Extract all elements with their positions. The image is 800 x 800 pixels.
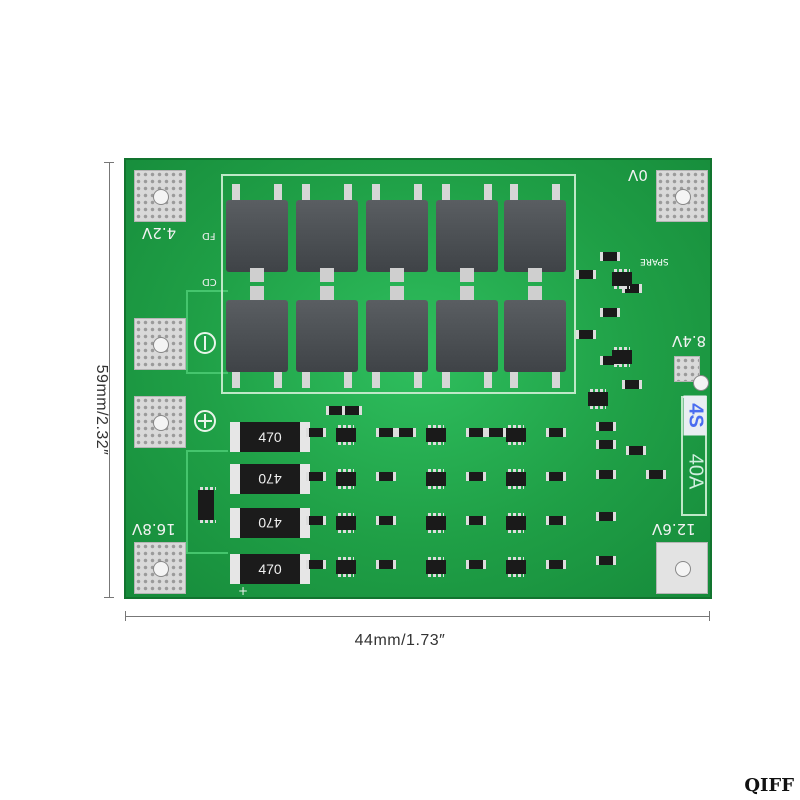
width-dimension-label: 44mm/1.73″ — [354, 632, 446, 649]
label-16-8v: 16.8V — [132, 520, 176, 538]
pad-16-8v — [134, 542, 186, 594]
width-tick-left — [125, 611, 126, 621]
thermal-switch — [198, 487, 216, 523]
protection-ic — [426, 469, 446, 489]
protection-ic — [426, 557, 446, 577]
width-dimension-line — [125, 616, 710, 617]
plus-symbol-icon — [194, 410, 216, 432]
pad-12-6v — [656, 542, 708, 594]
smd-component — [622, 380, 642, 389]
mosfet — [436, 184, 498, 282]
height-tick-top — [104, 162, 114, 163]
spec-cells-label: 4S — [683, 395, 707, 436]
mosfet — [296, 184, 358, 282]
smd-component — [306, 560, 326, 569]
smd-component — [376, 560, 396, 569]
label-plus: + — [238, 584, 249, 598]
smd-component — [546, 428, 566, 437]
protection-ic — [506, 557, 526, 577]
smd-component — [466, 560, 486, 569]
smd-component — [486, 428, 506, 437]
protection-ic — [336, 513, 356, 533]
pad-plus — [134, 396, 186, 448]
bms-protection-board: 4.2V 0V 8.4V 12.6V 16.8V FD CD SPARE + 4… — [124, 158, 712, 599]
minus-symbol-icon — [194, 332, 216, 354]
smd-component — [376, 428, 396, 437]
smd-component — [600, 252, 620, 261]
balance-resistor-2: 470 — [230, 464, 310, 494]
smd-component — [576, 270, 596, 279]
smd-component — [546, 516, 566, 525]
smd-component — [646, 470, 666, 479]
mosfet — [504, 184, 566, 282]
spec-current-label: 40A — [684, 453, 707, 490]
transistor — [612, 269, 632, 289]
smd-component — [376, 516, 396, 525]
mosfet — [366, 286, 428, 388]
smd-component — [576, 330, 596, 339]
pad-0v — [656, 170, 708, 222]
pcb-trace — [186, 290, 228, 374]
mosfet — [296, 286, 358, 388]
protection-ic — [336, 557, 356, 577]
smd-component — [596, 556, 616, 565]
pad-8-4v — [674, 356, 709, 391]
height-dimension-line — [109, 162, 110, 598]
protection-ic — [426, 425, 446, 445]
smd-component — [546, 560, 566, 569]
mosfet — [226, 184, 288, 282]
smd-component — [466, 516, 486, 525]
mosfet — [504, 286, 566, 388]
pad-4-2v — [134, 170, 186, 222]
protection-ic — [506, 425, 526, 445]
label-12-6v: 12.6V — [652, 520, 696, 538]
smd-component — [306, 516, 326, 525]
mosfet — [226, 286, 288, 388]
smd-component — [342, 406, 362, 415]
height-tick-bottom — [104, 597, 114, 598]
smd-component — [600, 308, 620, 317]
watermark-logo: QIFF — [744, 775, 794, 796]
protection-ic — [506, 469, 526, 489]
label-cd: CD — [202, 276, 217, 287]
smd-component — [466, 472, 486, 481]
smd-component — [396, 428, 416, 437]
smd-component — [596, 422, 616, 431]
label-8-4v: 8.4V — [672, 332, 707, 350]
label-spare: SPARE — [640, 256, 669, 266]
transistor — [588, 389, 608, 409]
balance-resistor-4: 470 — [230, 554, 310, 584]
smd-component — [306, 428, 326, 437]
smd-component — [596, 512, 616, 521]
width-tick-right — [709, 611, 710, 621]
mosfet-array-frame — [221, 174, 576, 394]
transistor — [612, 347, 632, 367]
smd-component — [546, 472, 566, 481]
protection-ic — [426, 513, 446, 533]
mosfet — [436, 286, 498, 388]
label-fd: FD — [202, 230, 216, 241]
protection-ic — [506, 513, 526, 533]
protection-ic — [336, 469, 356, 489]
balance-resistor-3: 470 — [230, 508, 310, 538]
smd-component — [466, 428, 486, 437]
mosfet — [366, 184, 428, 282]
smd-component — [376, 472, 396, 481]
smd-component — [596, 470, 616, 479]
pad-minus — [134, 318, 186, 370]
balance-resistor-1: 470 — [230, 422, 310, 452]
label-0v: 0V — [628, 166, 648, 184]
pcb-trace — [186, 450, 228, 554]
smd-component — [306, 472, 326, 481]
label-4-2v: 4.2V — [142, 224, 177, 242]
smd-component — [626, 446, 646, 455]
height-dimension-label: 59mm/2.32″ — [93, 364, 110, 456]
smd-component — [596, 440, 616, 449]
protection-ic — [336, 425, 356, 445]
